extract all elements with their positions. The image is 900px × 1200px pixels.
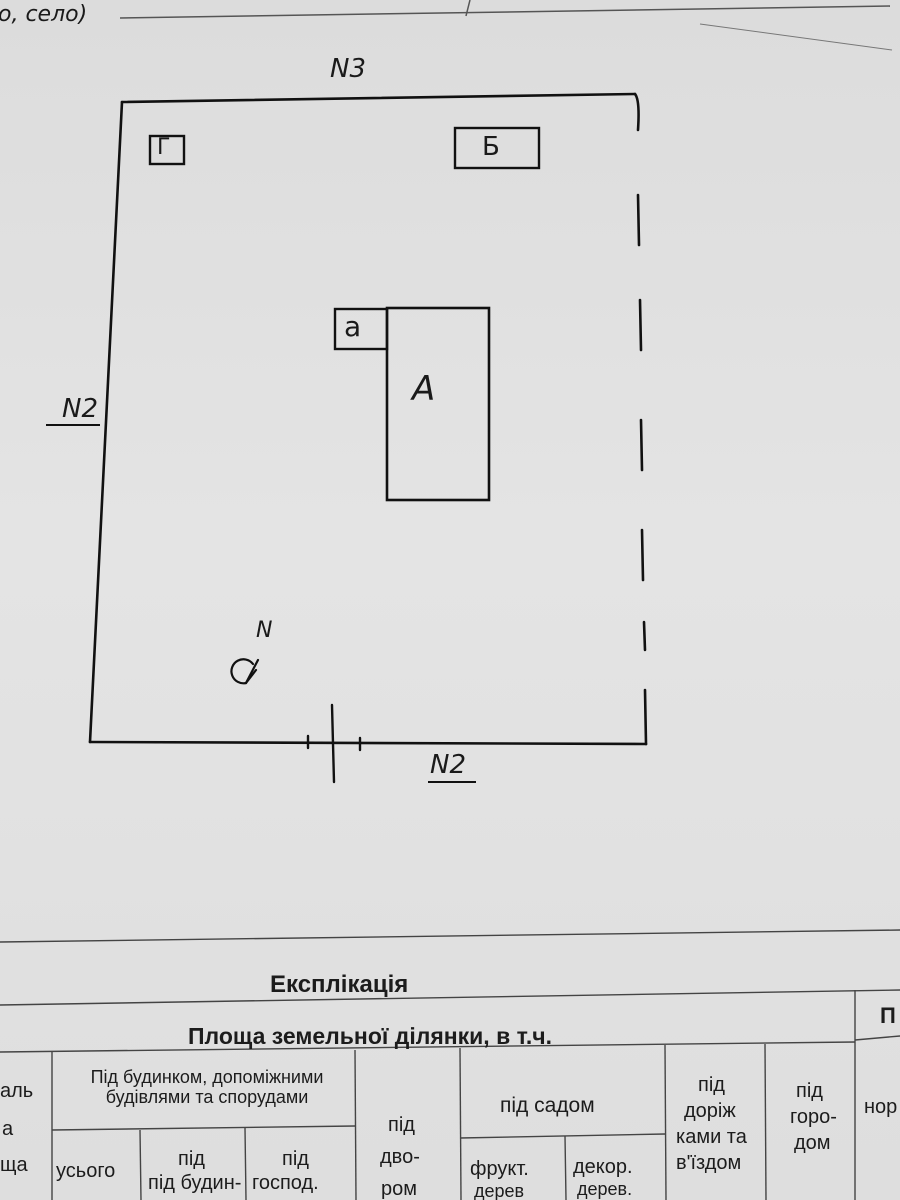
header-underline — [119, 5, 891, 19]
left-fragment-line-2: а — [2, 1118, 14, 1140]
col-fruit-line-2: дерев — [474, 1181, 525, 1200]
building-g-label: Г — [157, 135, 171, 160]
col-total: усього — [56, 1160, 116, 1182]
col-yard-line-2: дво- — [380, 1146, 420, 1168]
col-roads-line-2: доріж — [684, 1100, 736, 1122]
group-buildings-header: Під будинком, допоміжними будівлями та с… — [90, 1067, 324, 1107]
col-roads-line-4: в'їздом — [676, 1152, 742, 1174]
explication-table-grid — [0, 929, 900, 1200]
left-fragment-line-1: аль — [0, 1080, 34, 1102]
left-boundary-label: N2 — [62, 394, 98, 424]
col-fruit-line-1: фрукт. — [470, 1158, 529, 1180]
header-fragment: о, село) — [0, 2, 88, 27]
north-arrow-label: N — [256, 618, 273, 643]
col-under-house-top: під — [178, 1148, 205, 1170]
building-g — [148, 134, 186, 166]
header-line-right — [699, 23, 893, 51]
col-household-top: під — [282, 1148, 309, 1170]
col-decor-line-1: декор. — [573, 1156, 633, 1178]
explication-subtitle: Площа земельної ділянки, в т.ч. — [188, 1023, 552, 1049]
col-yard-line-3: ром — [381, 1178, 417, 1200]
bottom-boundary-label: N2 — [430, 750, 466, 780]
group-garden-header: під садом — [500, 1094, 595, 1117]
col-roads-line-1: під — [698, 1074, 725, 1096]
col-decor-line-2: дерев. — [577, 1179, 633, 1199]
col-vegetable-line-2: горо- — [790, 1106, 837, 1128]
col-roads-line-3: ками та — [676, 1126, 747, 1148]
header-tick — [465, 0, 471, 17]
left-fragment-line-3: ща — [0, 1154, 28, 1176]
col-right-fragment: нор — [864, 1096, 898, 1118]
building-b-label: Б — [482, 132, 500, 162]
plot-boundary — [88, 92, 648, 746]
building-a-main — [385, 306, 491, 502]
col-vegetable-line-3: дом — [794, 1132, 831, 1154]
building-b — [453, 126, 541, 170]
gate-mark — [306, 703, 362, 784]
right-top-fragment: П — [880, 1003, 896, 1028]
plot-boundary-dashed — [636, 193, 648, 746]
north-arrow-icon — [230, 658, 260, 685]
top-boundary-label: N3 — [330, 54, 366, 84]
col-vegetable-line-1: під — [796, 1080, 823, 1102]
col-yard-line-1: під — [388, 1114, 415, 1136]
building-a-annex-label: а — [344, 310, 362, 343]
building-a-main-label: А — [412, 369, 436, 409]
col-household: господ. — [252, 1172, 319, 1194]
col-under-house: під будин- — [148, 1172, 242, 1194]
explication-title: Експлікація — [270, 971, 409, 998]
